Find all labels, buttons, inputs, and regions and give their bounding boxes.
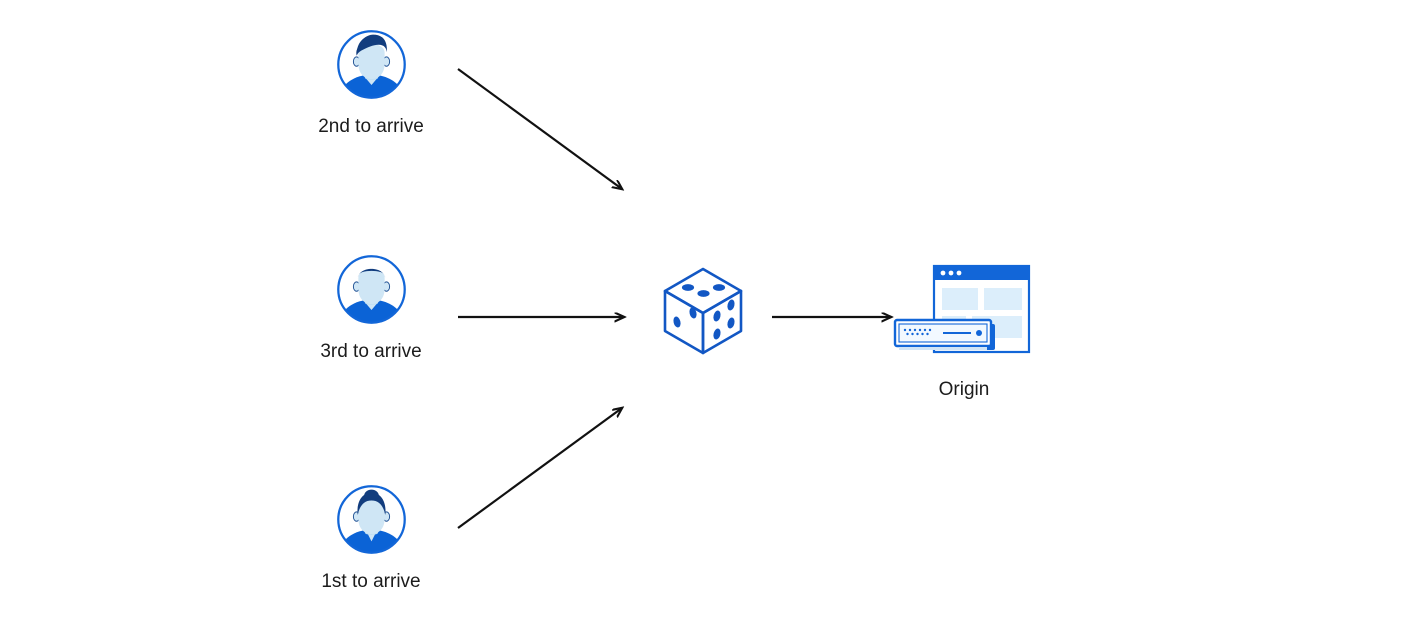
visitor-3rd-label: 3rd to arrive [320, 341, 422, 362]
dice-icon [663, 267, 743, 355]
user-avatar-icon [337, 485, 406, 554]
connector-1st-to-dice [457, 408, 622, 529]
visitor-1st-label: 1st to arrive [321, 571, 421, 592]
origin-label: Origin [938, 379, 990, 400]
node-visitor-2nd[interactable] [335, 28, 408, 101]
user-avatar-icon [337, 30, 406, 99]
node-visitor-3rd[interactable] [335, 253, 408, 326]
origin-server-icon [893, 264, 1031, 354]
connector-2nd-to-dice [457, 68, 622, 189]
node-visitor-1st[interactable] [335, 483, 408, 556]
visitor-2nd-label: 2nd to arrive [318, 116, 424, 137]
node-dice[interactable] [661, 266, 745, 356]
node-origin[interactable] [893, 258, 1035, 366]
user-avatar-icon [337, 255, 406, 324]
